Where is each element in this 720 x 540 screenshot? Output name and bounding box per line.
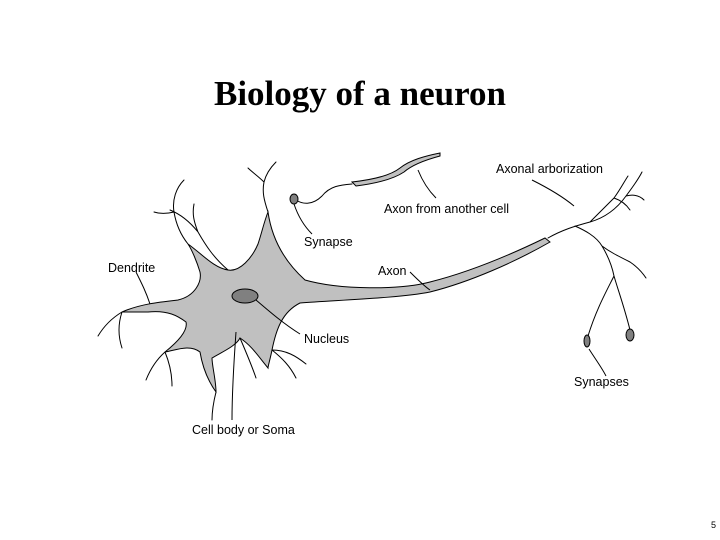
- leader-synapses: [588, 348, 607, 377]
- label-axon: Axon: [378, 264, 407, 278]
- label-synapse: Synapse: [304, 235, 353, 249]
- incoming-axon-shape: [350, 152, 441, 187]
- leader-nucleus: [255, 299, 301, 335]
- leader-axon-from-another-cell: [417, 169, 437, 199]
- leader-synapse: [293, 203, 313, 235]
- synapse-terminal-left: [583, 334, 591, 348]
- leader-axon: [409, 271, 431, 291]
- slide-title: Biology of a neuron: [213, 74, 507, 113]
- label-synapses: Synapses: [574, 375, 629, 389]
- label-cell-body: Cell body or Soma: [192, 423, 295, 437]
- label-axonal-arborization: Axonal arborization: [496, 162, 603, 176]
- label-nucleus: Nucleus: [304, 332, 349, 346]
- leader-dendrite: [135, 271, 151, 305]
- dendrite-branches: [97, 161, 307, 421]
- synapse-terminal-right: [625, 328, 635, 342]
- label-dendrite: Dendrite: [108, 261, 155, 275]
- page-number: 5: [710, 520, 716, 530]
- leader-cell-body: [231, 331, 237, 421]
- synapse-terminal-shape: [289, 193, 299, 205]
- leader-axonal-arborization: [531, 179, 575, 207]
- cell-body-shape: [121, 210, 551, 394]
- arborization-branches: [547, 171, 647, 337]
- label-axon-from-another-cell: Axon from another cell: [384, 202, 509, 216]
- nucleus-shape: [231, 288, 259, 304]
- incoming-axon-tail: [295, 183, 353, 204]
